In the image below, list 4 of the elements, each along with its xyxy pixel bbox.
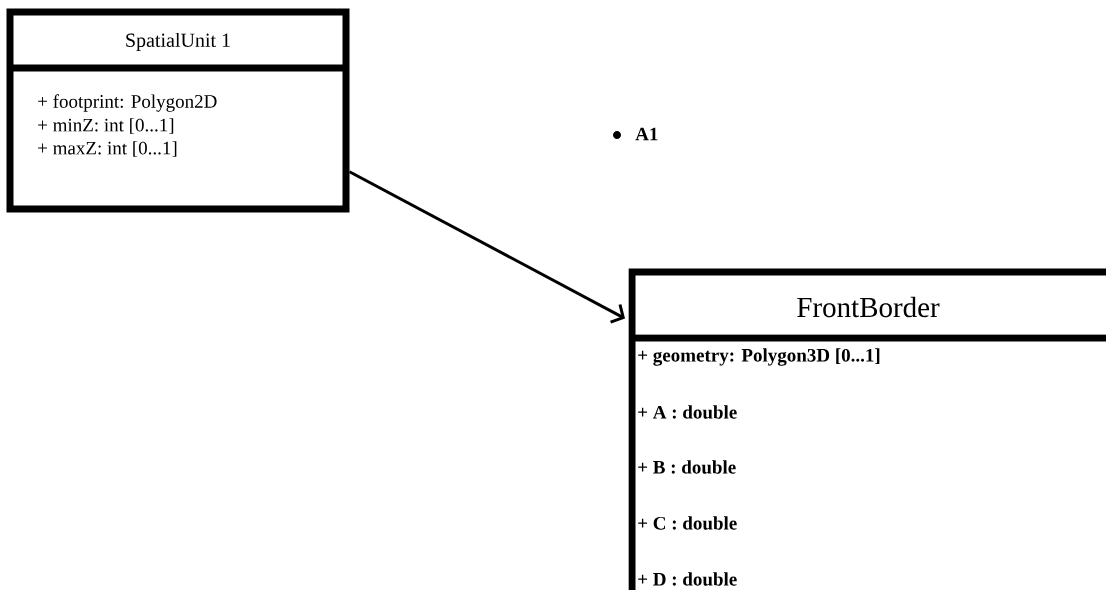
class-box: FrontBorder + geometry: Polygon3D [0...1] + A : double + B : double + C : double + D : double: [628, 268, 1106, 590]
bullet-label: A1: [613, 127, 658, 141]
class-box: SpatialUnit 1 + footprint: Polygon2D + minZ: int [0...1] + maxZ: int [0...1]: [6, 8, 350, 213]
arrow: [348, 170, 625, 324]
